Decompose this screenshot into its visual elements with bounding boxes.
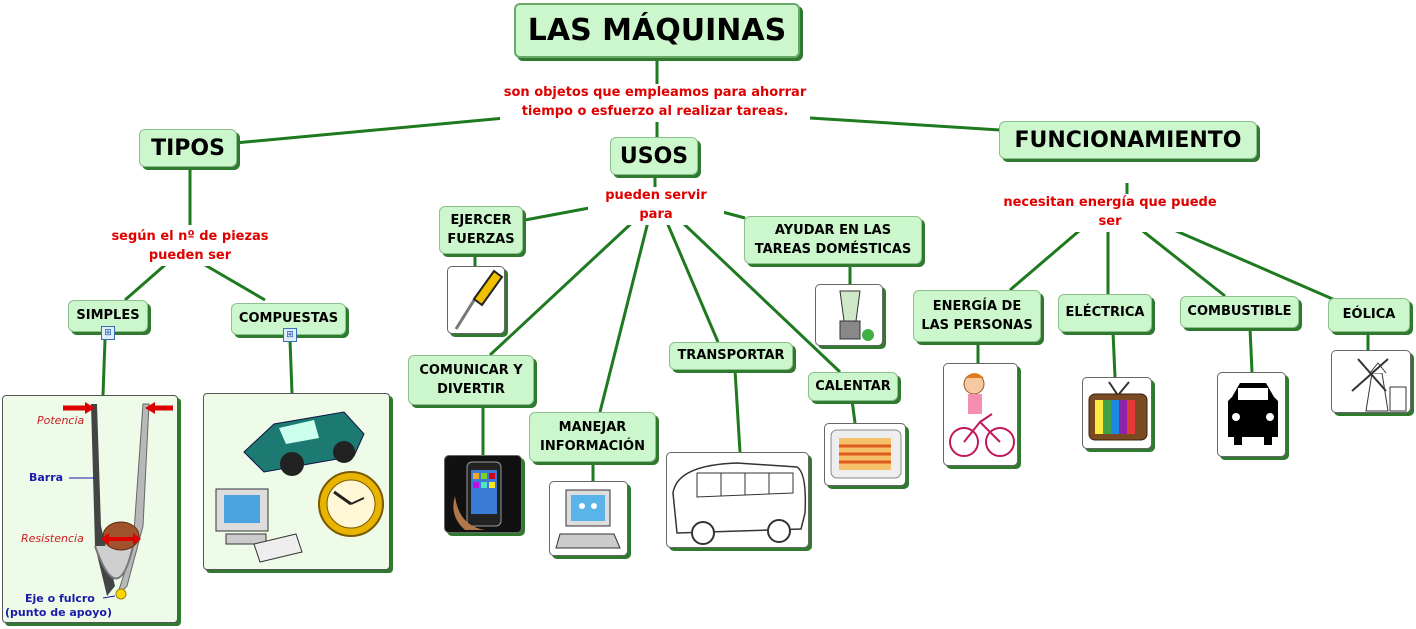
title-node[interactable]: LAS MÁQUINAS: [514, 3, 800, 58]
personas-line-2: LAS PERSONAS: [921, 318, 1033, 333]
calentar-node[interactable]: CALENTAR: [808, 372, 898, 401]
ayudar-tareas-node[interactable]: AYUDAR EN LAS TAREAS DOMÉSTICAS: [744, 216, 922, 264]
windmill-icon: [1351, 358, 1407, 412]
smartphone-picture: [444, 455, 522, 533]
bus-icon: [672, 462, 807, 545]
television-icon: [1088, 381, 1148, 441]
blender-icon: [839, 290, 874, 341]
barra-label: Barra: [29, 471, 64, 484]
compound-machines-picture: [203, 393, 390, 570]
lever-picture: Potencia Barra Resistencia Eje o fulcro …: [2, 395, 178, 623]
funcionamiento-node[interactable]: FUNCIONAMIENTO: [999, 121, 1257, 159]
title-text: LAS MÁQUINAS: [527, 13, 787, 48]
comunicar-line-2: DIVERTIR: [437, 382, 505, 397]
tipos-link: según el nº de piezas pueden ser: [105, 228, 275, 266]
manejar-informacion-node[interactable]: MANEJAR INFORMACIÓN: [529, 412, 656, 462]
usos-label: USOS: [619, 143, 689, 169]
funcionamiento-label: FUNCIONAMIENTO: [1014, 127, 1242, 153]
energia-personas-node[interactable]: ENERGÍA DE LAS PERSONAS: [913, 290, 1041, 342]
tipos-link-line-2: pueden ser: [148, 247, 232, 263]
car-icon: [1228, 383, 1278, 445]
car-icon: [243, 411, 365, 476]
ejercer-line-1: EJERCER: [450, 212, 512, 228]
combustible-node[interactable]: COMBUSTIBLE: [1180, 296, 1299, 328]
combustible-label: COMBUSTIBLE: [1187, 304, 1292, 320]
electrica-node[interactable]: ELÉCTRICA: [1058, 294, 1152, 332]
funcionamiento-link: necesitan energía que puede ser: [990, 194, 1230, 232]
submap-icon[interactable]: ⊞: [283, 328, 297, 342]
nutcracker-icon: [63, 402, 173, 600]
ejercer-line-2: FUERZAS: [447, 232, 515, 247]
screwdriver-picture: [447, 266, 505, 334]
calentar-label: CALENTAR: [815, 378, 891, 394]
usos-node[interactable]: USOS: [610, 137, 698, 175]
definition-link: son objetos que empleamos para ahorrar t…: [500, 84, 810, 122]
definition-line-2: tiempo o esfuerzo al realizar tareas.: [521, 103, 789, 119]
ayudar-line-2: TAREAS DOMÉSTICAS: [754, 242, 912, 257]
clock-icon: [318, 471, 384, 537]
fuel-car-picture: [1217, 372, 1286, 457]
ejercer-fuerzas-node[interactable]: EJERCER FUERZAS: [439, 206, 523, 254]
bus-picture: [666, 452, 809, 548]
tipos-label: TIPOS: [151, 135, 225, 161]
cyclist-icon: [949, 373, 1015, 457]
personas-line-1: ENERGÍA DE: [932, 298, 1022, 314]
heater-picture: [824, 423, 906, 486]
potencia-label: Potencia: [37, 414, 85, 427]
cyclist-picture: [943, 363, 1018, 466]
punto-apoyo-label: (punto de apoyo): [5, 606, 112, 619]
windmill-picture: [1331, 350, 1411, 413]
usos-link: pueden servir para: [588, 187, 724, 225]
eolica-node[interactable]: EÓLICA: [1328, 298, 1410, 332]
eolica-label: EÓLICA: [1342, 307, 1396, 323]
computer-icon: [555, 489, 621, 549]
submap-icon[interactable]: ⊞: [101, 326, 115, 340]
tipos-link-line-1: según el nº de piezas: [111, 229, 269, 244]
simples-label: SIMPLES: [76, 308, 140, 324]
resistencia-label: Resistencia: [21, 532, 84, 545]
smartphone-icon: [453, 461, 502, 530]
manejar-line-1: MANEJAR: [558, 419, 627, 435]
computer-picture: [549, 481, 628, 556]
television-picture: [1082, 377, 1152, 449]
comunicar-line-1: COMUNICAR Y: [419, 362, 523, 378]
heater-icon: [830, 429, 902, 479]
computer-icon: [215, 488, 303, 563]
manejar-line-2: INFORMACIÓN: [540, 439, 645, 454]
eje-label: Eje o fulcro: [25, 592, 95, 605]
electrica-label: ELÉCTRICA: [1065, 305, 1145, 321]
blender-picture: [815, 284, 883, 346]
transportar-label: TRANSPORTAR: [677, 348, 785, 364]
screwdriver-icon: [454, 269, 504, 330]
transportar-node[interactable]: TRANSPORTAR: [669, 342, 793, 370]
definition-line-1: son objetos que empleamos para ahorrar: [503, 85, 807, 100]
tipos-node[interactable]: TIPOS: [139, 129, 237, 167]
comunicar-divertir-node[interactable]: COMUNICAR Y DIVERTIR: [408, 355, 534, 405]
compuestas-label: COMPUESTAS: [238, 311, 339, 327]
ayudar-line-1: AYUDAR EN LAS: [774, 222, 892, 238]
